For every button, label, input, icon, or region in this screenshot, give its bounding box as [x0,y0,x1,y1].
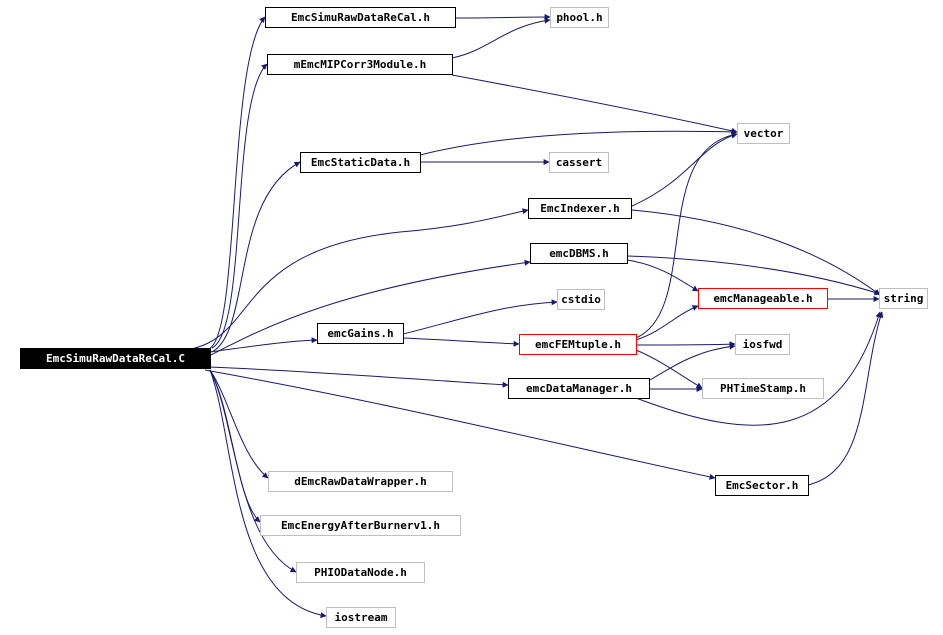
edge-mEmcMIPCorr3Module_h-vector [451,74,738,134]
edge-EmcIndexer_h-vector [631,132,738,207]
edge-root-emcDBMS_h [204,259,531,359]
edge-emcDataManager_h-iosfwd [649,343,736,381]
node-emcDataManager_h[interactable]: emcDataManager.h [508,378,650,399]
edge-emcFEMtuple_h-PHTimeStamp_h [635,349,703,389]
edge-EmcIndexer_h-string [631,209,881,296]
node-EmcSector_h[interactable]: EmcSector.h [715,475,809,496]
edge-emcGains_h-emcFEMtuple_h [402,337,520,347]
edge-EmcSector_h-string [807,311,884,486]
node-vector[interactable]: vector [737,123,790,144]
edge-root-dEmcRawDataWrapper_h [209,369,269,479]
node-PHTimeStamp_h[interactable]: PHTimeStamp.h [702,378,824,399]
node-iostream[interactable]: iostream [326,607,396,628]
node-emcManageable_h[interactable]: emcManageable.h [698,288,828,309]
edge-root-EmcSimuRawDataReCal_h [209,16,266,349]
node-iosfwd[interactable]: iosfwd [735,334,790,355]
node-emcDBMS_h[interactable]: emcDBMS.h [530,243,628,264]
edge-emcDBMS_h-string [626,255,881,296]
node-emcGains_h[interactable]: emcGains.h [317,323,404,344]
edge-EmcSimuRawDataReCal_h-phool_h [454,14,551,21]
node-mEmcMIPCorr3Module_h[interactable]: mEmcMIPCorr3Module.h [267,54,453,75]
node-emcFEMtuple_h[interactable]: emcFEMtuple.h [519,334,637,355]
node-root[interactable]: EmcSimuRawDataReCal.C [20,348,211,369]
node-cstdio[interactable]: cstdio [557,289,605,310]
edge-emcFEMtuple_h-emcManageable_h [635,305,699,341]
edge-root-EmcIndexer_h [184,208,529,351]
edge-emcDataManager_h-string [635,311,882,426]
node-EmcEnergyAfterBurnerv1_h[interactable]: EmcEnergyAfterBurnerv1.h [260,515,461,536]
edge-root-mEmcMIPCorr3Module_h [211,63,268,349]
node-EmcSimuRawDataReCal_h[interactable]: EmcSimuRawDataReCal.h [265,7,456,28]
edge-emcFEMtuple_h-vector [635,132,738,339]
edge-emcFEMtuple_h-iosfwd [635,341,736,348]
edge-root-EmcStaticData_h [211,161,301,353]
edge-root-EmcSector_h [204,369,716,480]
node-EmcStaticData_h[interactable]: EmcStaticData.h [300,152,421,173]
node-phool_h[interactable]: phool.h [550,7,609,28]
node-EmcIndexer_h[interactable]: EmcIndexer.h [528,198,632,219]
edge-EmcStaticData_h-vector [419,128,738,156]
node-PHIODataNode_h[interactable]: PHIODataNode.h [296,562,425,583]
node-dEmcRawDataWrapper_h[interactable]: dEmcRawDataWrapper.h [268,471,453,492]
edge-root-iostream [209,369,327,619]
node-cassert[interactable]: cassert [549,152,609,173]
edge-root-emcDataManager_h [209,366,509,388]
node-string[interactable]: string [879,288,928,309]
edge-root-PHIODataNode_h [209,369,297,573]
edge-root-EmcEnergyAfterBurnerv1_h [209,369,261,523]
edge-mEmcMIPCorr3Module_h-phool_h [451,17,551,59]
edge-root-emcGains_h [209,337,318,353]
edge-emcGains_h-cstdio [402,299,558,335]
edge-emcDBMS_h-emcManageable_h [626,259,699,292]
